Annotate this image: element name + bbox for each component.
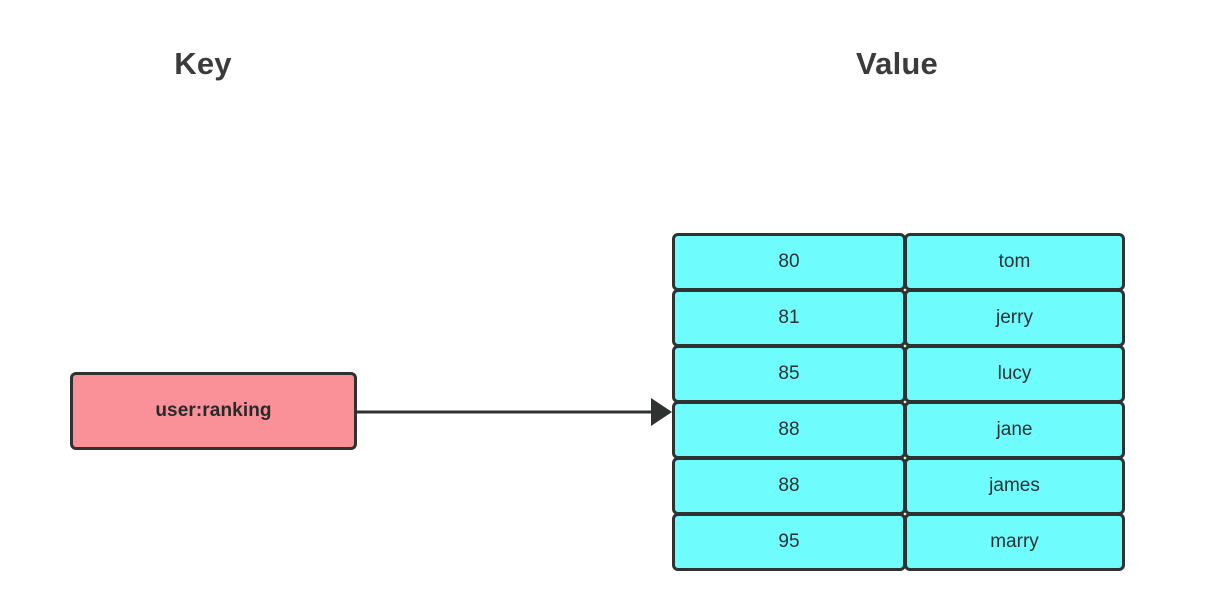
table-row[interactable]: 88 james — [672, 457, 1125, 515]
cell-member: james — [904, 457, 1125, 515]
cell-member: jane — [904, 401, 1125, 459]
key-node[interactable]: user:ranking — [70, 372, 357, 450]
table-row[interactable]: 95 marry — [672, 513, 1125, 571]
table-row[interactable]: 81 jerry — [672, 289, 1125, 347]
cell-score: 88 — [672, 401, 906, 459]
table-row[interactable]: 80 tom — [672, 233, 1125, 291]
cell-member: jerry — [904, 289, 1125, 347]
cell-member: marry — [904, 513, 1125, 571]
cell-score: 80 — [672, 233, 906, 291]
key-column-heading: Key — [174, 46, 232, 81]
key-node-label: user:ranking — [155, 400, 272, 421]
cell-score: 85 — [672, 345, 906, 403]
table-row[interactable]: 85 lucy — [672, 345, 1125, 403]
cell-member: tom — [904, 233, 1125, 291]
arrow-right-icon — [651, 398, 672, 426]
table-row[interactable]: 88 jane — [672, 401, 1125, 459]
value-column-heading: Value — [856, 46, 938, 81]
cell-score: 88 — [672, 457, 906, 515]
key-to-value-connector — [355, 398, 672, 426]
cell-member: lucy — [904, 345, 1125, 403]
cell-score: 95 — [672, 513, 906, 571]
value-table: 80 tom 81 jerry 85 lucy 88 jane 88 james… — [672, 233, 1125, 571]
cell-score: 81 — [672, 289, 906, 347]
